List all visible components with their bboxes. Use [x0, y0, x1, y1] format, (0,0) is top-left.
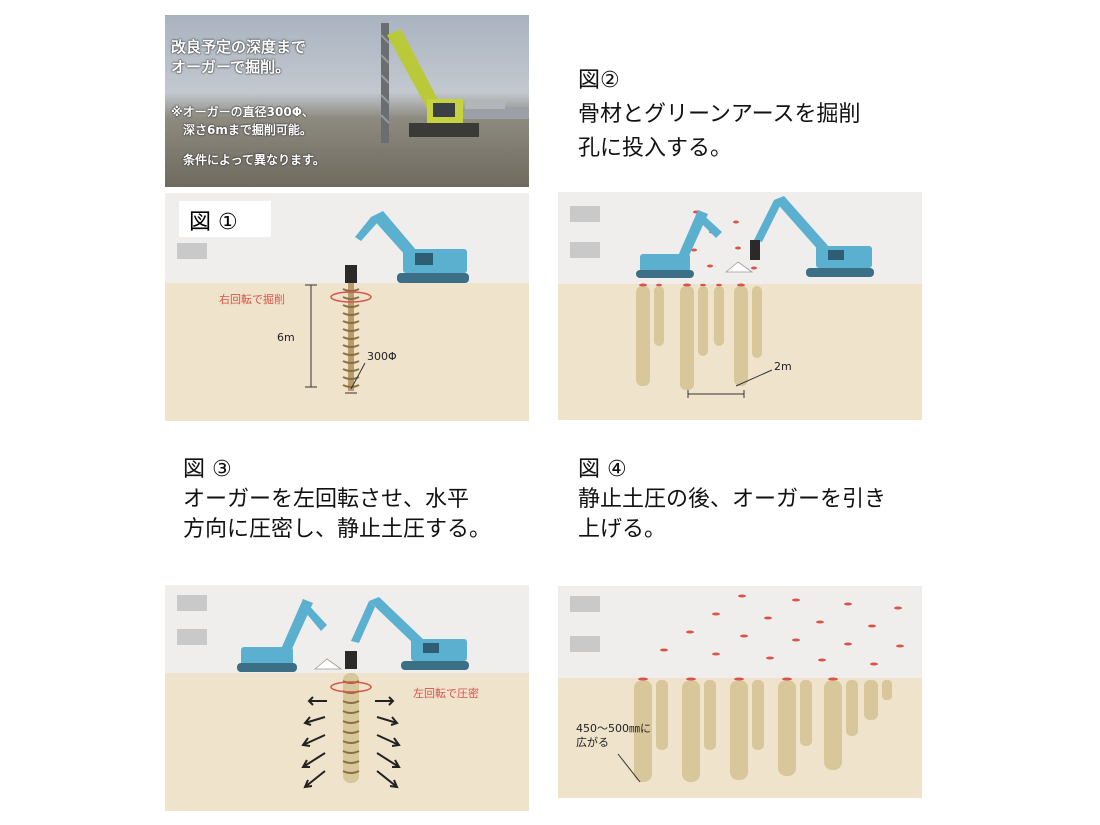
- excavator-right-icon: [754, 196, 874, 277]
- marker-grid: [660, 594, 904, 666]
- figure-1-diameter-label: 300Φ: [367, 350, 397, 363]
- figure-4-diagram: [617, 594, 904, 783]
- figure-3-rotation-label: 左回転で圧密: [413, 687, 479, 700]
- figure-1-diagram: [305, 211, 469, 394]
- improved-soil-columns: [634, 680, 892, 782]
- figure-3-diagram: [237, 597, 469, 789]
- figure-4-panel: 450〜500㎜に 広がる: [558, 586, 922, 798]
- figure-1-title: 図 ①: [189, 210, 238, 235]
- photo-note-line3: 条件によって異なります。: [183, 153, 325, 167]
- figure-2-spacing-label: 2m: [774, 360, 792, 373]
- figure-1-panel: 図 ① 右回転で掘削 6m 300Φ: [165, 193, 529, 421]
- photo-note-line2: 深さ6mまで掘削可能。: [183, 123, 312, 137]
- figure-2-diagram: [636, 196, 874, 398]
- figure-2-number: 図②: [578, 68, 620, 93]
- figure-2-panel: 2m: [558, 192, 922, 420]
- figure-4-heading-line1: 静止土圧の後、オーガーを引き: [578, 487, 887, 512]
- figure-4-heading-line2: 上げる。: [578, 517, 667, 542]
- figure-3-number: 図 ③: [183, 457, 232, 482]
- figure-4-width-label-line1: 450〜500㎜に: [576, 722, 651, 735]
- excavator-right-icon: [351, 597, 469, 670]
- photo-panel: 改良予定の深度まで オーガーで掘削。 ※オーガーの直径300Φ、 深さ6mまで掘…: [165, 15, 529, 187]
- photo-note-line1: ※オーガーの直径300Φ、: [171, 105, 314, 119]
- auger-icon: [342, 673, 360, 783]
- excavator-left-icon: [636, 210, 722, 278]
- photo-caption-line2: オーガーで掘削。: [171, 58, 291, 76]
- excavator-icon: [355, 211, 469, 283]
- auger-icon: [342, 283, 360, 391]
- figure-2-heading-line1: 骨材とグリーンアースを掘削: [578, 102, 861, 127]
- figure-3-panel: 左回転で圧密: [165, 585, 529, 811]
- excavator-left-icon: [237, 599, 327, 672]
- figure-3-heading-line2: 方向に圧密し、静止土圧する。: [183, 517, 492, 542]
- figure-4-number: 図 ④: [578, 457, 627, 482]
- figure-1-rotation-label: 右回転で掘削: [219, 293, 285, 306]
- photo-excavator-illustration: [380, 23, 529, 143]
- photo-caption-line1: 改良予定の深度まで: [171, 38, 307, 56]
- figure-3-heading-line1: オーガーを左回転させ、水平: [183, 487, 470, 512]
- figure-1-title-box: [179, 201, 271, 237]
- figure-4-width-label-line2: 広がる: [576, 736, 609, 749]
- compaction-arrows-left: [301, 696, 327, 789]
- compaction-arrows-right: [375, 696, 401, 789]
- figure-2-heading-line2: 孔に投入する。: [578, 136, 733, 161]
- figure-1-depth-label: 6m: [277, 331, 295, 344]
